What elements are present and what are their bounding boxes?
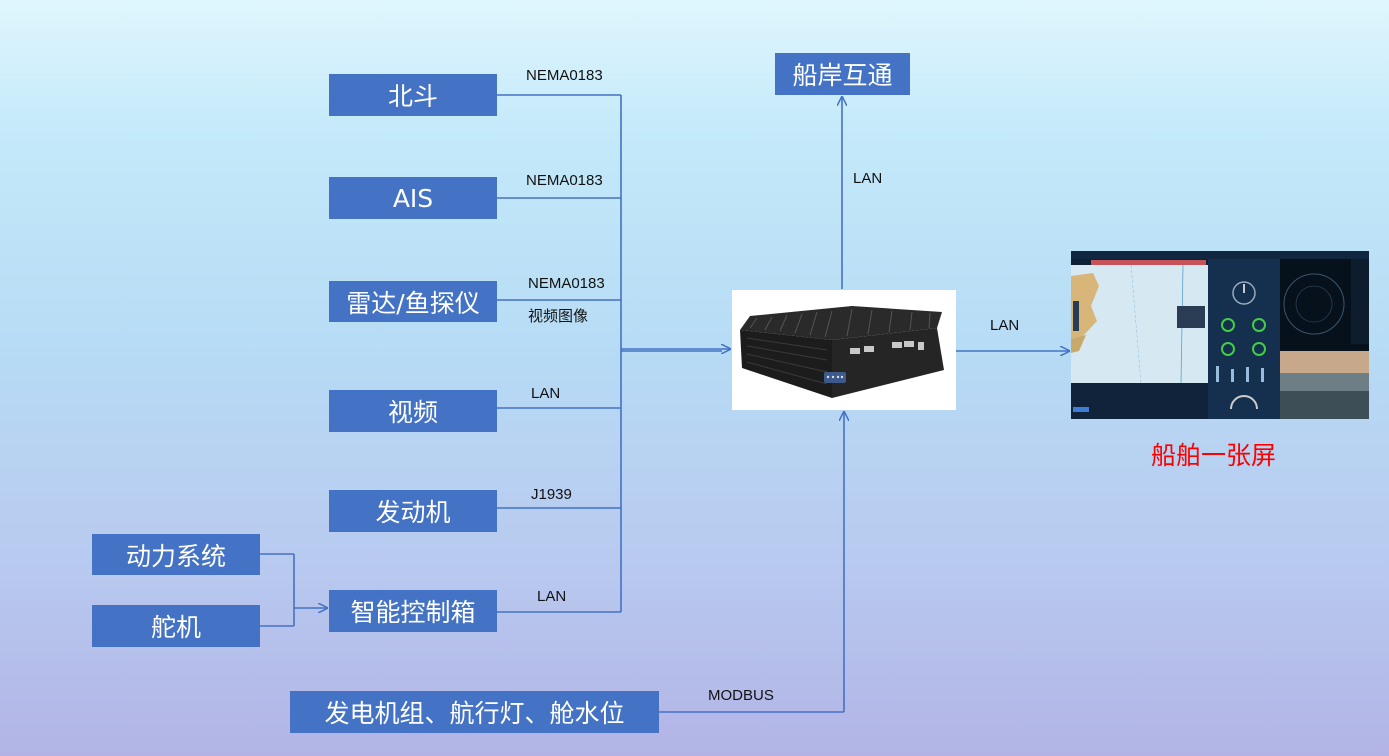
engine-link-label: J1939 [531, 486, 572, 503]
screen-caption: 船舶一张屏 [1151, 441, 1277, 470]
ship-dashboard-image [1071, 251, 1369, 419]
ais-box: AIS [329, 177, 497, 219]
ais-link-label: NEMA0183 [526, 172, 603, 189]
generator-link-label: MODBUS [708, 687, 774, 704]
shore-link-label: LAN [853, 170, 883, 187]
power-system-box: 动力系统 [92, 534, 260, 575]
smart-box-link-label: LAN [537, 588, 567, 605]
radar-box: 雷达/鱼探仪 [329, 281, 497, 322]
beidou-box: 北斗 [329, 74, 497, 116]
shore-box: 船岸互通 [775, 53, 910, 95]
radar-video-link-label: 视频图像 [528, 308, 589, 325]
engine-box: 发动机 [329, 490, 497, 532]
steering-box: 舵机 [92, 605, 260, 647]
radar-link-label: NEMA0183 [528, 275, 605, 292]
video-box: 视频 [329, 390, 497, 432]
smart-box: 智能控制箱 [329, 590, 497, 632]
beidou-link-label: NEMA0183 [526, 67, 603, 84]
video-link-label: LAN [531, 385, 561, 402]
generator-box: 发电机组、航行灯、舱水位 [290, 691, 659, 733]
gateway-device-image [732, 290, 956, 410]
screen-link-label: LAN [990, 317, 1020, 334]
